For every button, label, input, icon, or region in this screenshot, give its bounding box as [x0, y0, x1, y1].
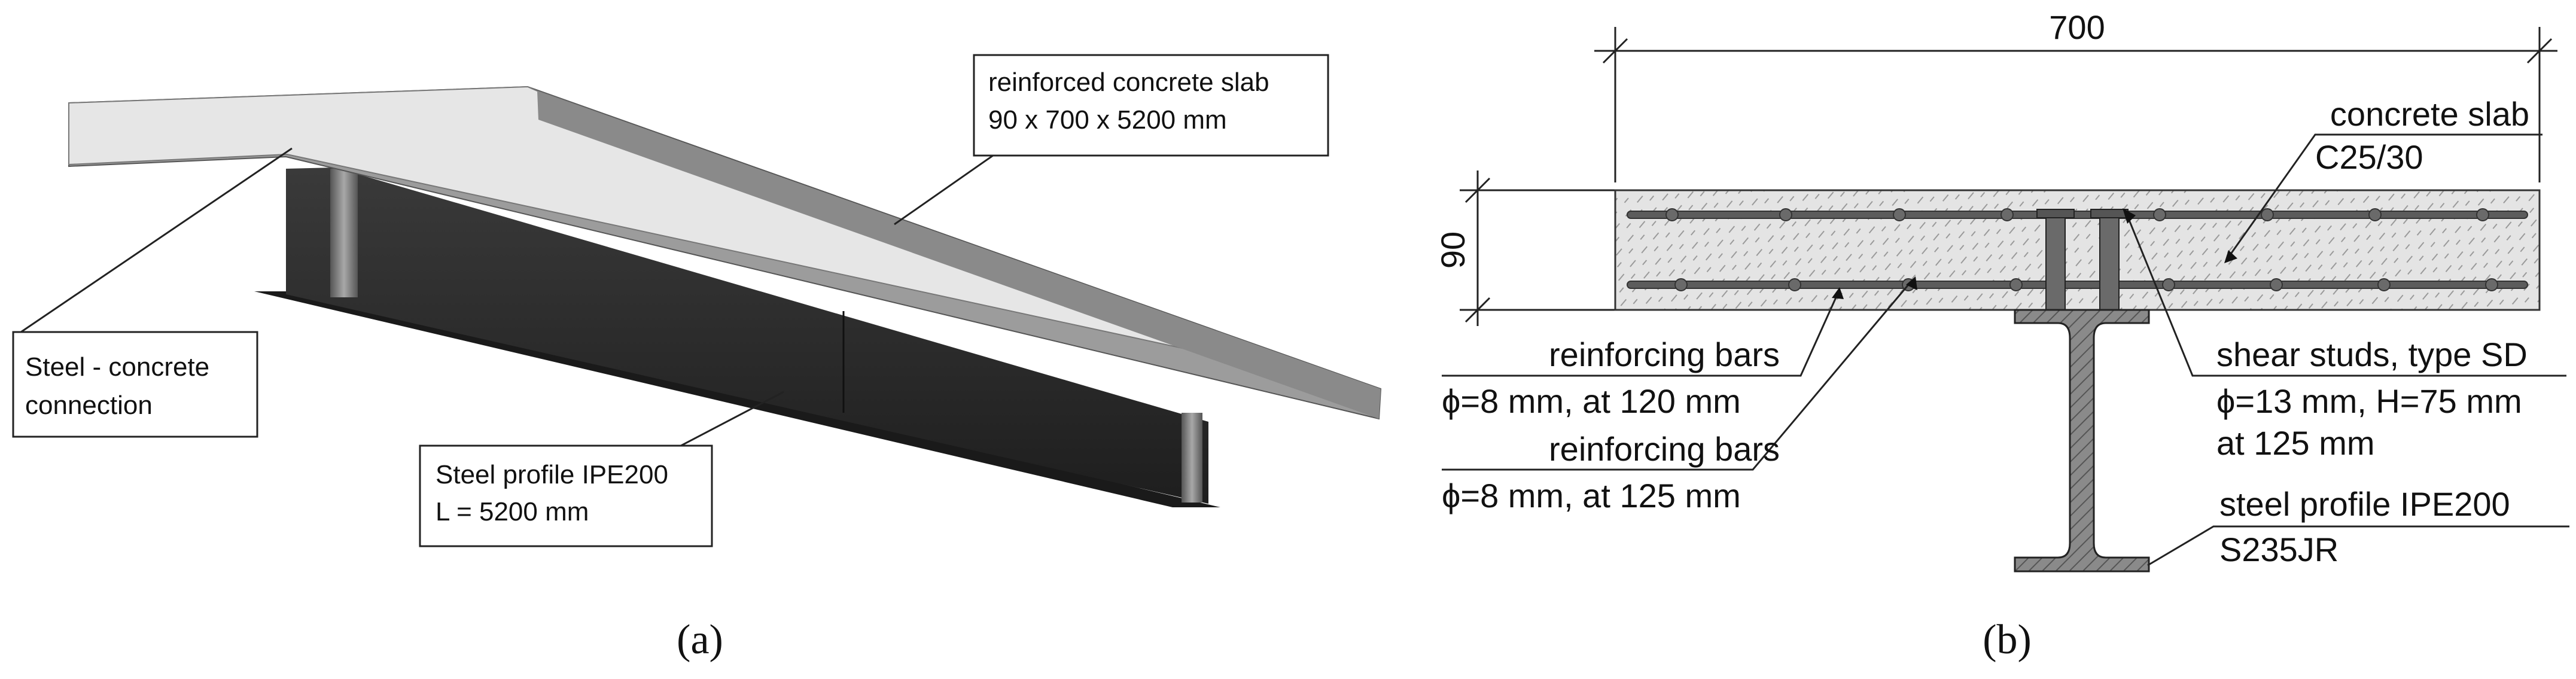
height-tick-bottom: [1464, 297, 1491, 323]
panel-a: reinforced concrete slab 90 x 700 x 5200…: [12, 54, 1382, 663]
rebar-dot: [1788, 278, 1801, 291]
caption-a: (a): [677, 617, 723, 663]
shear-stud-left: [2036, 209, 2075, 310]
concrete-slab-section: [1614, 189, 2541, 311]
rebar-dot: [2153, 208, 2166, 221]
rebar-dot: [2000, 208, 2014, 221]
caption-b: (b): [1983, 617, 2032, 663]
profile-b-label-line1: steel profile IPE200: [2219, 485, 2510, 523]
rebar-dot: [2377, 278, 2391, 291]
leader-studs: [2126, 214, 2566, 377]
rebar-dot: [2476, 208, 2489, 221]
leader-arrowhead-slab: [2224, 250, 2237, 263]
panel-b: 700 90: [1434, 8, 2569, 663]
leader-arrowhead-bars120: [1832, 287, 1844, 299]
slab-label-line1: reinforced concrete slab: [988, 68, 1269, 97]
bars125-label-line2: ϕ=8 mm, at 125 mm: [1442, 477, 1741, 514]
rebar-dot: [2261, 208, 2274, 221]
concrete-slab-label-line2: C25/30: [2315, 138, 2423, 176]
bars120-label-line2: ϕ=8 mm, at 120 mm: [1442, 382, 1741, 420]
connection-label-box: [12, 331, 258, 438]
leader-profile-b: [2147, 525, 2569, 567]
studs-label-line2: ϕ=13 mm, H=75 mm: [2216, 382, 2522, 420]
connection-label-line1: Steel - concrete: [25, 352, 209, 382]
concrete-slab-label-line1: concrete slab: [2330, 95, 2529, 133]
beam-end-stiffener: [330, 169, 358, 297]
profile-label-line2: L = 5200 mm: [436, 497, 589, 526]
rebar-dot: [2270, 278, 2283, 291]
width-tick-left: [1602, 38, 1628, 64]
height-tick-top: [1464, 177, 1491, 203]
leader-bars-120: [1442, 296, 1838, 377]
rebar-dot: [2368, 208, 2382, 221]
leader-arrowhead-bars125: [1906, 276, 1917, 290]
bars120-label-line1: reinforcing bars: [1549, 336, 1780, 373]
rebar-dot: [2485, 278, 2498, 291]
height-dim-value: 90: [1434, 232, 1472, 269]
leader-arrowhead-studs: [2123, 208, 2136, 224]
leader-connection: [20, 147, 293, 333]
rebar-dots: [1665, 208, 2498, 291]
top-rebar-line: [1627, 211, 2528, 219]
width-dim-value: 700: [2049, 8, 2105, 46]
rebar-dot: [2009, 278, 2023, 291]
connection-label-line2: connection: [25, 391, 153, 420]
beam-bottom-flange: [254, 291, 1220, 507]
steel-profile-section: [2014, 309, 2150, 573]
slab-label-line2: 90 x 700 x 5200 mm: [988, 105, 1227, 135]
bars125-label-line1: reinforcing bars: [1549, 430, 1780, 468]
slab-label-box: [973, 54, 1329, 157]
profile-label-line1: Steel profile IPE200: [436, 460, 668, 489]
leader-concrete-slab: [2227, 133, 2542, 258]
bottom-rebar-line: [1627, 281, 2528, 289]
rebar-dot: [1665, 208, 1679, 221]
beam-far-stiffener: [1182, 413, 1202, 503]
profile-label-box: [419, 444, 713, 547]
studs-label-line3: at 125 mm: [2216, 424, 2375, 462]
rebar-dot: [2162, 278, 2175, 291]
studs-label-line1: shear studs, type SD: [2216, 336, 2528, 373]
rebar-dot: [1893, 208, 1906, 221]
rebar-dot: [1674, 278, 1688, 291]
slab-long-side: [537, 91, 1381, 419]
profile-b-label-line2: S235JR: [2219, 531, 2339, 568]
leader-bars-125: [1442, 281, 1913, 471]
width-tick-right: [2526, 38, 2553, 64]
shear-stud-right: [2090, 209, 2129, 310]
beam-web: [286, 168, 1208, 504]
rebar-dot: [1779, 208, 1792, 221]
